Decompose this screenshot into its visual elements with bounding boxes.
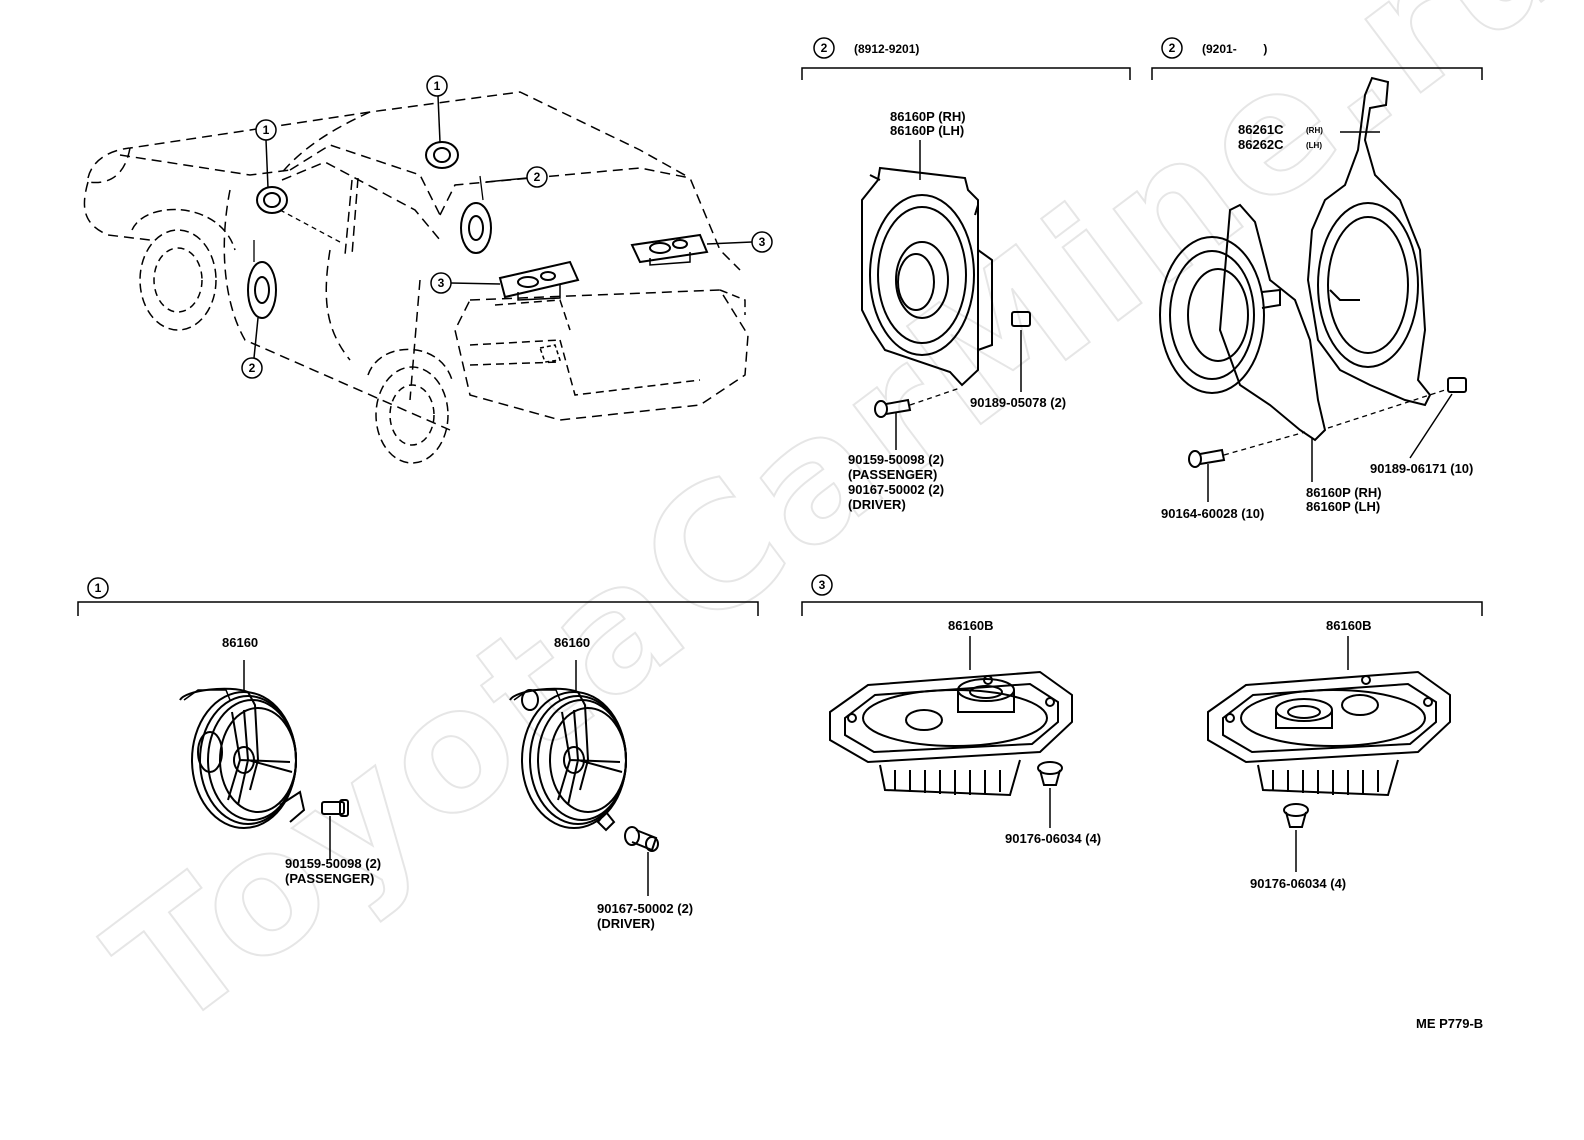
label-driver-sec1: (DRIVER) — [597, 916, 655, 931]
section-2-late-header: 2 (9201- ) — [1151, 37, 1483, 80]
callout-3-rear-right: 3 — [706, 231, 773, 253]
bracket-86261c — [1306, 76, 1432, 407]
car-speaker-roof — [425, 141, 459, 169]
diagram-code: ME P779-B — [1416, 1016, 1483, 1031]
svg-text:1: 1 — [95, 581, 102, 595]
label-90159-50098-early: 90159-50098 (2) — [848, 452, 944, 467]
screw-90167-50002-driver — [624, 826, 659, 896]
section-3-header: 3 — [801, 574, 1483, 616]
label-90189-06171: 90189-06171 (10) — [1370, 461, 1473, 476]
label-90176-06034-right: 90176-06034 (4) — [1250, 876, 1346, 891]
label-86160p-rh-late: 86160P (RH) — [1306, 485, 1382, 500]
nut-90189-06171 — [1327, 377, 1467, 459]
label-86160b-left: 86160B — [948, 618, 994, 633]
svg-text:2: 2 — [1169, 41, 1176, 55]
label-86160-driver: 86160 — [554, 635, 590, 650]
label-90189-05078: 90189-05078 (2) — [970, 395, 1066, 410]
label-86261c-side: (RH) — [1306, 126, 1323, 135]
label-86160b-right: 86160B — [1326, 618, 1372, 633]
speaker-86160-driver — [509, 660, 627, 832]
screw-90159-50098-passenger — [321, 799, 349, 860]
car-speaker-rear-left — [498, 260, 580, 301]
watermark: ToyotaCarMine.ru — [76, 0, 1584, 1067]
speaker-86160-passenger — [179, 660, 306, 829]
svg-text:(9201- ): (9201- ) — [1202, 42, 1267, 56]
callout-1-dash: 1 — [255, 119, 277, 189]
car-speaker-dash-left — [256, 186, 341, 243]
screw-90159-50098-early — [874, 387, 961, 450]
svg-text:(8912-9201): (8912-9201) — [854, 42, 919, 56]
label-86262c-side: (LH) — [1306, 141, 1322, 150]
speaker-86160p-late — [1159, 203, 1327, 482]
label-driver-early: (DRIVER) — [848, 497, 906, 512]
speaker-86160b-right — [1207, 636, 1451, 797]
callout-3-rear-left: 3 — [430, 272, 501, 294]
label-86261c: 86261C — [1238, 122, 1284, 137]
svg-text:1: 1 — [434, 79, 441, 93]
label-90167-50002-early: 90167-50002 (2) — [848, 482, 944, 497]
svg-text:2: 2 — [534, 170, 541, 184]
section-2-early-header: 2 (8912-9201) — [801, 37, 1131, 80]
svg-text:2: 2 — [249, 361, 256, 375]
label-90164-60028: 90164-60028 (10) — [1161, 506, 1264, 521]
car-speaker-rear-right — [630, 233, 709, 266]
grommet-90176-06034-left — [1037, 761, 1063, 828]
label-90176-06034-left: 90176-06034 (4) — [1005, 831, 1101, 846]
svg-text:3: 3 — [759, 235, 766, 249]
label-86160-passenger: 86160 — [222, 635, 258, 650]
svg-text:2: 2 — [821, 41, 828, 55]
label-90159-50098-passenger: 90159-50098 (2) — [285, 856, 381, 871]
label-90167-50002-driver: 90167-50002 (2) — [597, 901, 693, 916]
label-passenger-early: (PASSENGER) — [848, 467, 937, 482]
label-86160p-lh-early: 86160P (LH) — [890, 123, 964, 138]
clip-90189-05078 — [1011, 311, 1031, 392]
svg-text:3: 3 — [438, 276, 445, 290]
car-overview — [83, 91, 749, 464]
speaker-86160b-left — [829, 636, 1073, 797]
label-86160p-rh-early: 86160P (RH) — [890, 109, 966, 124]
speaker-86160p-early — [861, 140, 993, 387]
label-passenger-sec1: (PASSENGER) — [285, 871, 374, 886]
svg-text:1: 1 — [263, 123, 270, 137]
callout-2-door: 2 — [241, 317, 263, 379]
section-1-header: 1 — [77, 577, 759, 616]
label-86160p-lh-late: 86160P (LH) — [1306, 499, 1380, 514]
callout-2-pillar: 2 — [485, 166, 548, 188]
grommet-90176-06034-right — [1283, 803, 1309, 872]
screw-90164-60028 — [1188, 431, 1306, 502]
car-speaker-pillar — [460, 175, 492, 254]
callout-1-roof: 1 — [426, 75, 448, 143]
car-speaker-door — [247, 240, 277, 319]
label-86262c: 86262C — [1238, 137, 1284, 152]
svg-text:3: 3 — [819, 578, 826, 592]
